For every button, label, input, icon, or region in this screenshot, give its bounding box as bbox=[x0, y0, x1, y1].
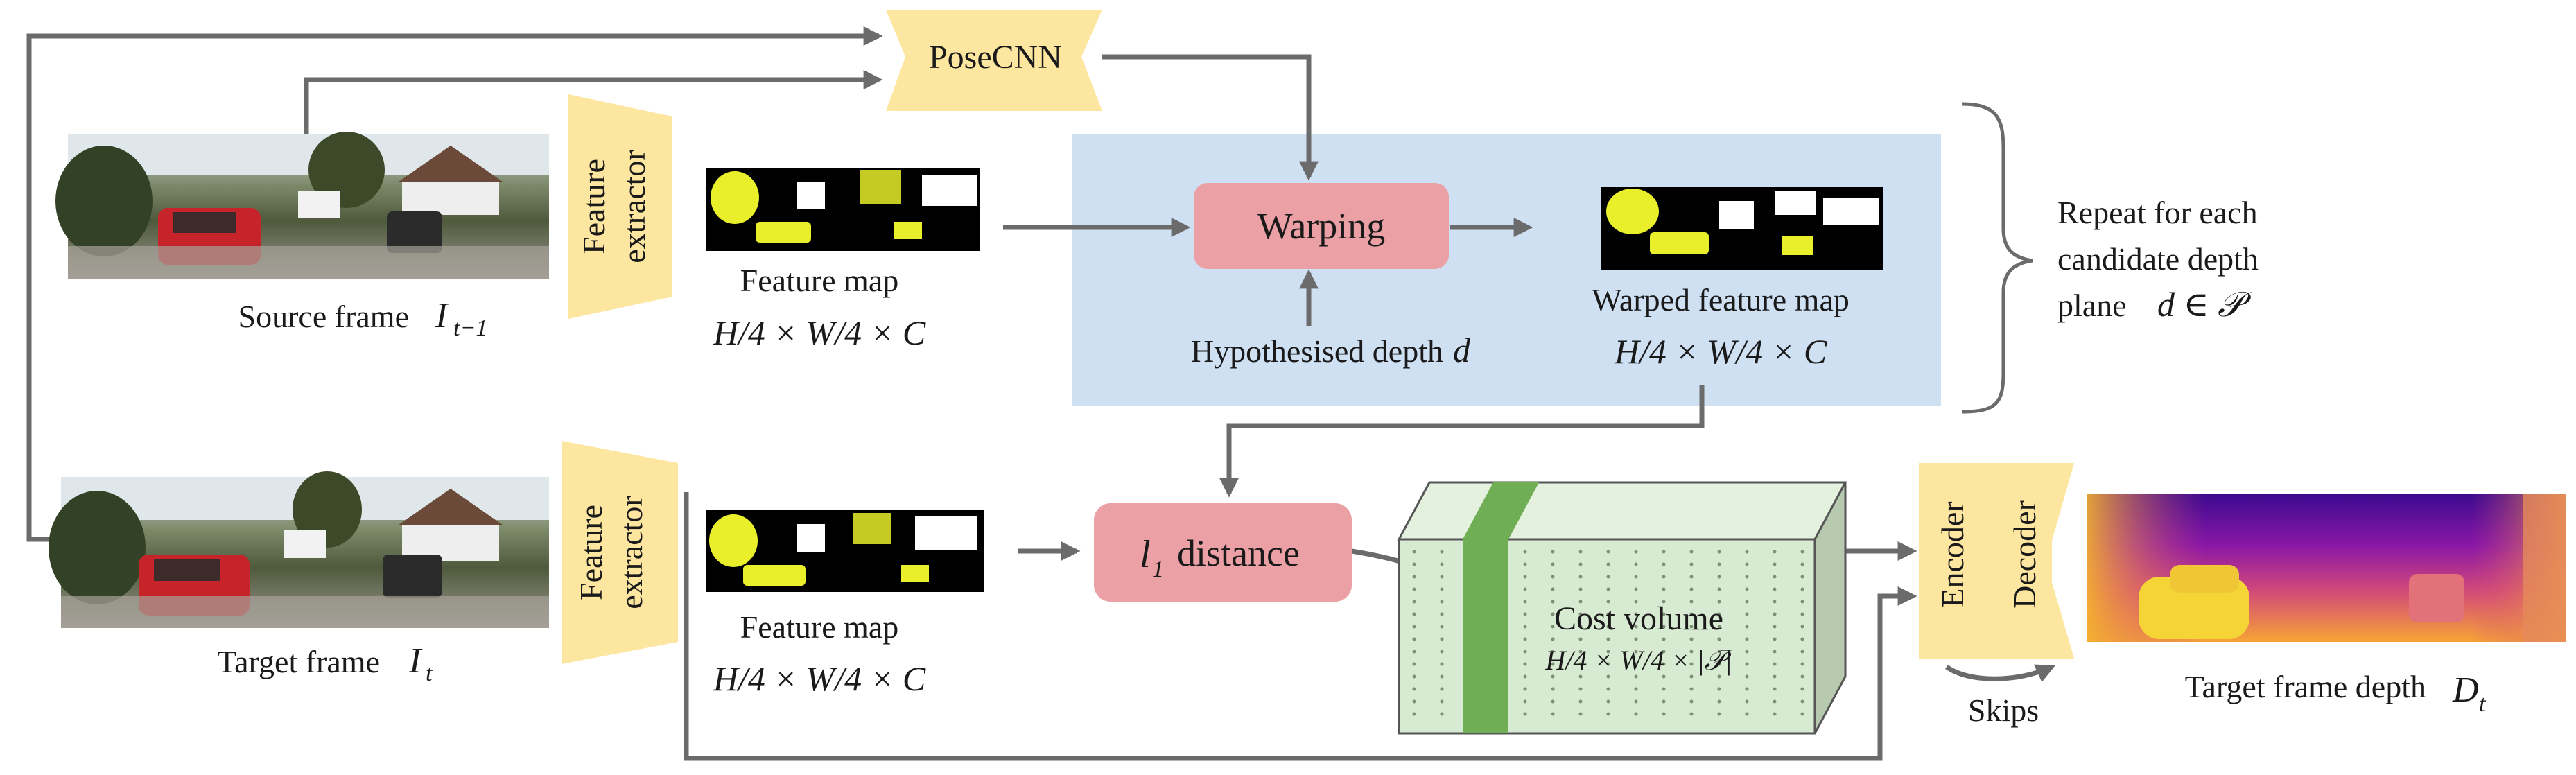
arrow-skips bbox=[1944, 664, 2056, 683]
feature-extractor-bottom-label: Feature extractor bbox=[573, 496, 649, 609]
posecnn-label: PoseCNN bbox=[929, 39, 1062, 76]
feature-extractor-bottom bbox=[562, 441, 678, 664]
svg-text:Feature: Feature bbox=[576, 159, 611, 254]
svg-text:plane: plane bbox=[2057, 288, 2127, 323]
arrow-feature-skip-to-encoder bbox=[684, 492, 1917, 761]
svg-text:Feature: Feature bbox=[573, 505, 609, 600]
svg-text:l: l bbox=[1140, 533, 1151, 576]
arrow-target-to-posecnn bbox=[26, 26, 883, 542]
encoder-taper bbox=[1983, 463, 2010, 659]
svg-text:d ∈ 𝒫: d ∈ 𝒫 bbox=[2157, 285, 2252, 324]
cost-volume-band bbox=[1463, 539, 1508, 733]
hypothesised-depth-label: Hypothesised depth d bbox=[1191, 331, 1471, 369]
svg-text:candidate depth: candidate depth bbox=[2057, 241, 2259, 277]
svg-text:Source frame: Source frame bbox=[238, 299, 410, 334]
feature-map-bottom-label: Feature map bbox=[740, 609, 899, 645]
decoder-block bbox=[2010, 463, 2074, 659]
feature-extractor-top-label: Feature extractor bbox=[576, 150, 652, 263]
target-frame-image bbox=[49, 471, 549, 628]
cost-volume-top bbox=[1397, 481, 1847, 541]
warped-feature-map-dims: H/4 × W/4 × C bbox=[1614, 332, 1827, 371]
svg-text:Hypothesised depth: Hypothesised depth bbox=[1191, 333, 1443, 369]
feature-map-bottom-dims: H/4 × W/4 × C bbox=[713, 659, 926, 698]
warping-label: Warping bbox=[1257, 205, 1386, 247]
source-caption: Source frame I t−1 bbox=[238, 296, 488, 341]
l1-distance-box bbox=[1094, 503, 1352, 602]
svg-text:1: 1 bbox=[1152, 557, 1164, 582]
svg-text:Repeat for each: Repeat for each bbox=[2057, 195, 2258, 230]
skips-label: Skips bbox=[1968, 693, 2039, 728]
svg-text:d: d bbox=[1453, 331, 1471, 369]
target-caption: Target frame I t bbox=[217, 641, 433, 686]
repeat-brace bbox=[1961, 102, 2033, 414]
svg-text:extractor: extractor bbox=[616, 150, 652, 263]
svg-text:t: t bbox=[2479, 691, 2487, 717]
warped-feature-map-image bbox=[1601, 187, 1883, 270]
depth-map-image bbox=[2087, 494, 2566, 642]
arrow-source-to-posecnn bbox=[304, 70, 883, 134]
cost-volume-label: Cost volume bbox=[1554, 600, 1723, 637]
source-frame-image bbox=[55, 132, 549, 279]
feature-map-top-dims: H/4 × W/4 × C bbox=[713, 313, 926, 352]
cost-volume bbox=[1397, 481, 1847, 735]
arrow-posecnn-to-warping bbox=[1102, 54, 1319, 181]
feature-extractor-top bbox=[568, 94, 672, 319]
cost-volume-band-top bbox=[1463, 482, 1539, 539]
svg-text:Target frame: Target frame bbox=[217, 644, 380, 679]
cost-volume-dims: H/4 × W/4 × |𝒫| bbox=[1544, 645, 1732, 676]
l1-distance-label: l 1 distance bbox=[1140, 532, 1300, 582]
svg-text:distance: distance bbox=[1177, 532, 1300, 574]
svg-text:t−1: t−1 bbox=[453, 315, 487, 341]
warping-box bbox=[1194, 183, 1449, 269]
svg-text:I: I bbox=[435, 296, 449, 336]
posecnn-block bbox=[886, 10, 1102, 111]
svg-text:extractor: extractor bbox=[613, 496, 649, 609]
feature-map-top-label: Feature map bbox=[740, 263, 899, 298]
warped-feature-map-label: Warped feature map bbox=[1592, 282, 1850, 317]
encoder-label: Encoder bbox=[1935, 501, 1970, 607]
arrow-warped-to-l1 bbox=[1219, 385, 1705, 498]
depth-caption: Target frame depth D t bbox=[2185, 669, 2487, 717]
feature-map-bottom-image bbox=[706, 510, 984, 592]
svg-text:t: t bbox=[426, 661, 433, 686]
decoder-label: Decoder bbox=[2007, 500, 2042, 609]
svg-text:D: D bbox=[2452, 670, 2479, 710]
svg-text:I: I bbox=[408, 641, 423, 681]
cost-volume-dots bbox=[1412, 550, 1804, 716]
feature-map-top-image bbox=[706, 168, 980, 251]
repeat-note: Repeat for each candidate depth plane d … bbox=[2057, 195, 2259, 324]
connectors bbox=[26, 26, 2056, 761]
svg-text:Target frame depth: Target frame depth bbox=[2185, 669, 2426, 704]
